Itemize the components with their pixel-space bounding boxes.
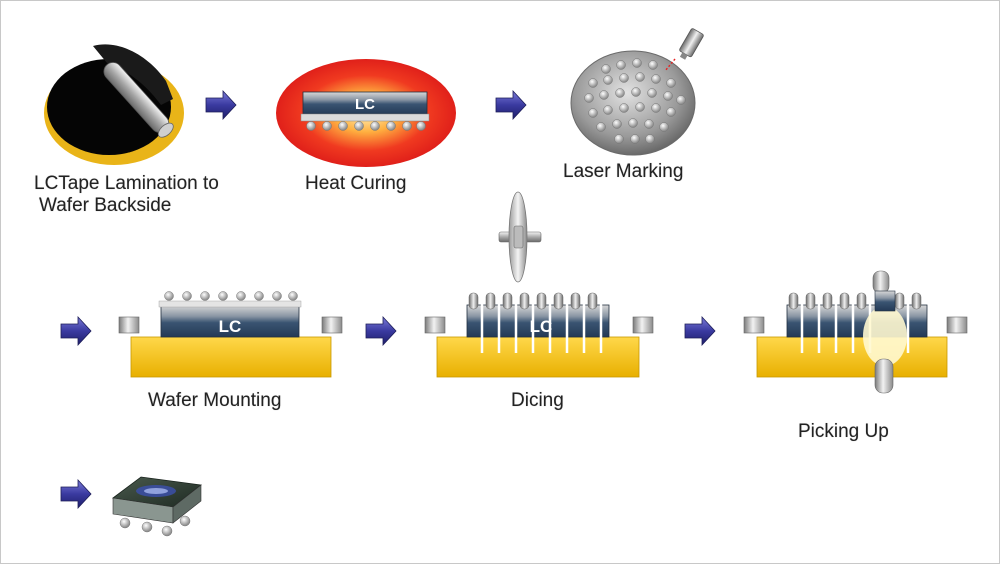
heat-curing-chip-text: LC: [355, 96, 375, 113]
dicing-label: Dicing: [511, 390, 564, 411]
final-package-illustration: [111, 476, 202, 537]
heat-curing-illustration: [276, 59, 456, 167]
dicing-chip-text: LC: [530, 317, 553, 336]
arrow-icon: [684, 316, 716, 346]
picking-up-label: Picking Up: [798, 421, 889, 442]
lamination-label-line2: Wafer Backside: [39, 195, 172, 216]
arrow-icon: [60, 479, 92, 509]
laser-marking-label: Laser Marking: [563, 161, 684, 182]
arrow-icon: [495, 90, 527, 120]
wafer-mounting-illustration: [118, 291, 343, 378]
arrow-icon: [205, 90, 237, 120]
wafer-mounting-label: Wafer Mounting: [148, 390, 282, 411]
wafer-mounting-chip-text: LC: [219, 317, 242, 336]
arrow-icon: [60, 316, 92, 346]
picking-up-illustration: [743, 270, 968, 394]
dicing-blade-illustration: [498, 191, 542, 283]
lamination-illustration: [44, 44, 184, 165]
heat-curing-label: Heat Curing: [305, 173, 407, 194]
lamination-label-line1: LCTape Lamination to: [34, 173, 219, 194]
arrow-icon: [365, 316, 397, 346]
dicing-illustration: [424, 292, 654, 378]
laser-marking-illustration: [570, 28, 704, 156]
